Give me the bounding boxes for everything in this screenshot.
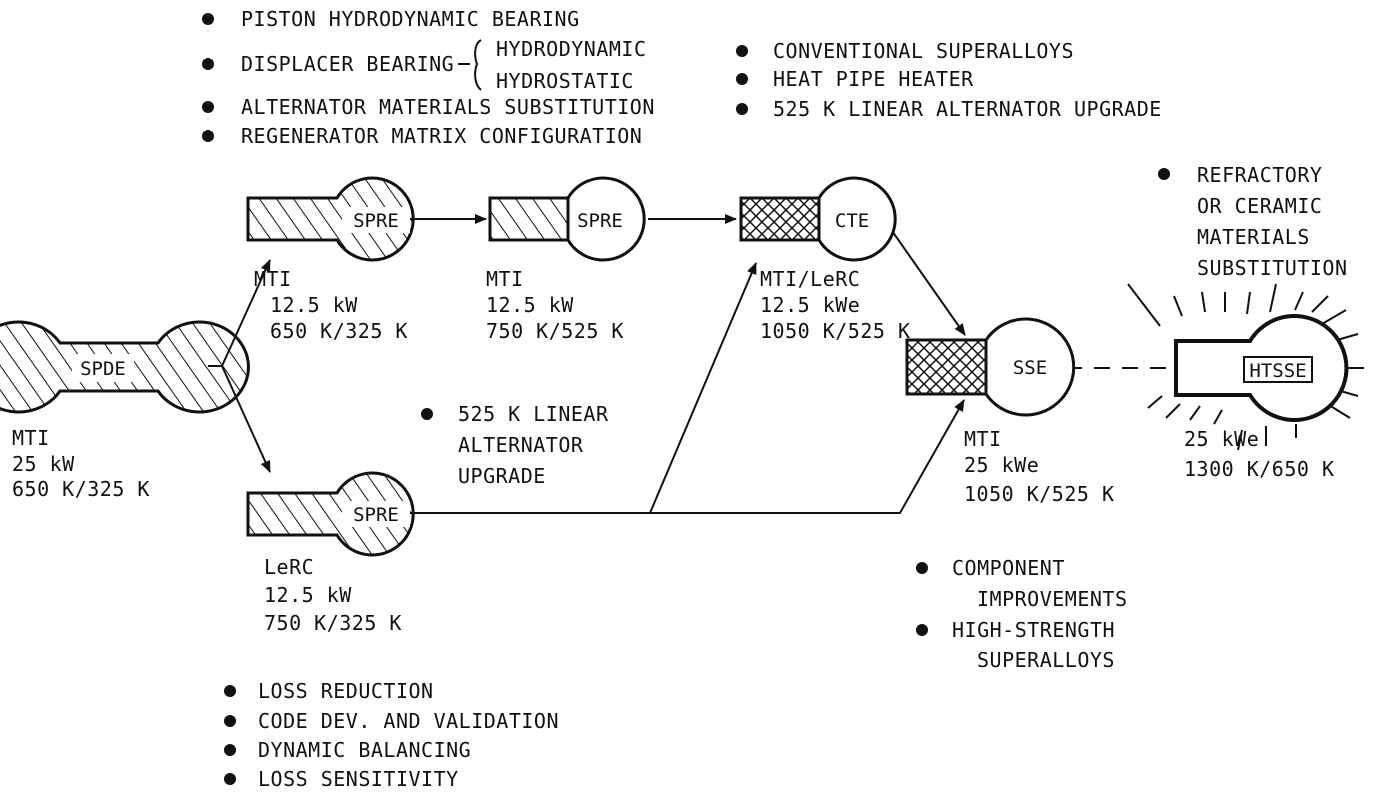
note-alternator-upgrade: 525 K LINEAR ALTERNATOR UPGRADE (773, 97, 1162, 121)
spre-a-power: 12.5 kW (270, 293, 358, 317)
htsse-label: HTSSE (1249, 360, 1306, 382)
note-linear-2: ALTERNATOR (458, 433, 584, 457)
note-conventional-superalloys: CONVENTIONAL SUPERALLOYS (773, 39, 1074, 63)
bullet-icon (916, 624, 928, 636)
bullet-icon (736, 73, 748, 85)
spre-a-org: MTI (254, 267, 292, 291)
spre-lerc-label: SPRE (353, 504, 399, 526)
notes-top-left: PISTON HYDRODYNAMIC BEARING DISPLACER BE… (202, 7, 655, 148)
sse-temps: 1050 K/525 K (964, 482, 1115, 506)
bullet-icon (916, 562, 928, 574)
cte-temps: 1050 K/525 K (760, 319, 911, 343)
bullet-icon (202, 130, 214, 142)
node-cte: CTE MTI/LeRC 12.5 kWe 1050 K/525 K (739, 176, 911, 343)
notes-refractory: REFRACTORY OR CERAMIC MATERIALS SUBSTITU… (1158, 163, 1348, 280)
sse-org: MTI (964, 427, 1002, 451)
bullet-icon (202, 101, 214, 113)
notes-linear: 525 K LINEAR ALTERNATOR UPGRADE (421, 402, 609, 488)
spre-a-label: SPRE (353, 210, 399, 232)
bullet-icon (736, 45, 748, 57)
note-refractory-3: MATERIALS (1197, 225, 1310, 249)
arrow-cte-to-sse (889, 227, 966, 336)
sse-rect (905, 338, 993, 396)
htsse-temps: 1300 K/650 K (1184, 457, 1335, 481)
bullet-icon (202, 13, 214, 25)
note-refractory-4: SUBSTITUTION (1197, 256, 1348, 280)
arrow-junction-to-sse (650, 399, 965, 514)
spre-b-rect (488, 196, 572, 242)
note-refractory-1: REFRACTORY (1197, 163, 1322, 187)
bullet-icon (202, 58, 214, 70)
note-loss-reduction: LOSS REDUCTION (258, 679, 434, 703)
note-regenerator-matrix: REGENERATOR MATRIX CONFIGURATION (241, 124, 642, 148)
bullet-icon (1158, 168, 1170, 180)
cte-circle (817, 176, 897, 262)
note-alternator-materials: ALTERNATOR MATERIALS SUBSTITUTION (241, 95, 655, 119)
node-sse: SSE MTI 25 kWe 1050 K/525 K (905, 317, 1115, 506)
spre-lerc-power: 12.5 kW (264, 583, 352, 607)
cte-rect (739, 196, 823, 242)
notes-bottom: LOSS REDUCTION CODE DEV. AND VALIDATION … (224, 679, 559, 791)
note-loss-sensitivity: LOSS SENSITIVITY (258, 767, 459, 791)
bullet-icon (224, 715, 236, 727)
spre-b-temps: 750 K/525 K (486, 319, 624, 343)
note-linear-1: 525 K LINEAR (458, 402, 609, 426)
spre-a-temps: 650 K/325 K (270, 319, 408, 343)
bullet-icon (736, 103, 748, 115)
note-sse-1: COMPONENT (952, 556, 1065, 580)
note-linear-3: UPGRADE (458, 464, 546, 488)
spde-label: SPDE (80, 358, 126, 380)
node-spre-lerc: SPRE LeRC 12.5 kW 750 K/325 K (246, 471, 415, 635)
node-spre-a: SPRE MTI 12.5 kW 650 K/325 K (246, 176, 415, 343)
bullet-icon (224, 773, 236, 785)
spde-org: MTI (12, 426, 50, 450)
spde-temps: 650 K/325 K (12, 477, 150, 501)
note-sse-3: HIGH-STRENGTH (952, 618, 1115, 642)
note-piston-bearing: PISTON HYDRODYNAMIC BEARING (241, 7, 580, 31)
arrow-junction-to-cte (649, 262, 757, 514)
sse-power: 25 kWe (964, 453, 1039, 477)
spre-a-shape (246, 176, 415, 262)
note-dynamic-balancing: DYNAMIC BALANCING (258, 738, 471, 762)
spre-lerc-shape (246, 471, 415, 557)
sse-circle (984, 317, 1076, 417)
note-heat-pipe-heater: HEAT PIPE HEATER (773, 67, 974, 91)
notes-sse: COMPONENT IMPROVEMENTS HIGH-STRENGTH SUP… (916, 556, 1128, 672)
bullet-icon (224, 744, 236, 756)
note-sse-2: IMPROVEMENTS (977, 587, 1128, 611)
note-refractory-2: OR CERAMIC (1197, 194, 1322, 218)
sse-label: SSE (1013, 357, 1047, 379)
htsse-label-box (1243, 356, 1313, 383)
spre-b-org: MTI (486, 267, 524, 291)
spde-power: 25 kW (12, 452, 75, 476)
note-code-dev: CODE DEV. AND VALIDATION (258, 709, 559, 733)
spre-lerc-org: LeRC (264, 555, 314, 579)
spre-b-circle (566, 176, 646, 262)
spre-b-power: 12.5 kW (486, 293, 574, 317)
spre-lerc-temps: 750 K/325 K (264, 611, 402, 635)
htsse-power: 25 kWe (1184, 427, 1259, 451)
note-displacer-bearing: DISPLACER BEARING (241, 52, 454, 76)
note-sse-4: SUPERALLOYS (977, 648, 1115, 672)
node-spde: SPDE MTI 25 kW 650 K/325 K (0, 320, 250, 501)
bullet-icon (224, 685, 236, 697)
cte-label: CTE (835, 210, 869, 232)
option-hydrodynamic: HYDRODYNAMIC (496, 37, 647, 61)
cte-power: 12.5 kWe (760, 293, 860, 317)
dash-brace-icon (458, 39, 482, 91)
cte-org: MTI/LeRC (760, 267, 860, 291)
option-hydrostatic: HYDROSTATIC (496, 69, 634, 93)
node-spre-b: SPRE MTI 12.5 kW 750 K/525 K (486, 176, 646, 343)
glow-rays-icon (1127, 283, 1364, 451)
notes-top-right: CONVENTIONAL SUPERALLOYS HEAT PIPE HEATE… (736, 39, 1162, 121)
node-htsse: HTSSE 25 kWe 1300 K/650 K (1127, 283, 1364, 481)
spre-b-label: SPRE (577, 210, 623, 232)
bullet-icon (421, 408, 433, 420)
